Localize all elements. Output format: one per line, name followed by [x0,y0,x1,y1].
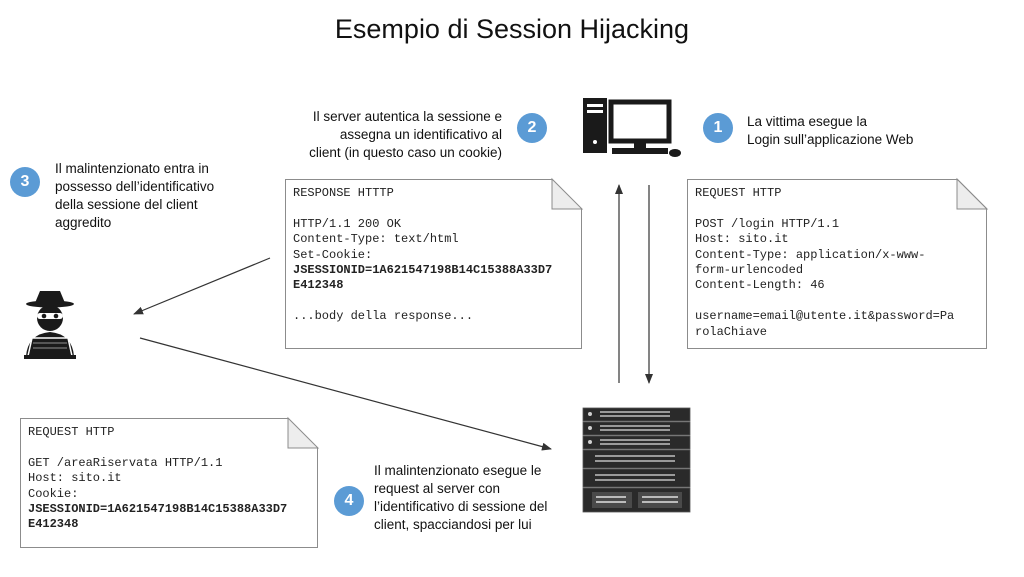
step-badge-1: 1 [703,113,733,143]
note-line: rolaChiave [695,324,768,339]
hijack-request-note: REQUEST HTTP GET /areaRiservata HTTP/1.1… [20,418,318,548]
caption-line: l’identificativo di sessione del [374,499,548,514]
server-rack-icon [582,407,691,513]
note-line: HTTP/1.1 200 OK [293,216,402,231]
note-line: REQUEST HTTP [695,186,782,200]
session-id-line: E412348 [293,278,344,293]
note-line: RESPONSE HTTTP [293,186,394,200]
note-fold [551,177,584,210]
caption-line: client, spacciandosi per lui [374,517,532,532]
note-fold [956,177,989,210]
response-note: RESPONSE HTTTP HTTP/1.1 200 OK Content-T… [285,179,582,349]
caption-line: Login sull’applicazione Web [747,132,914,147]
caption-line: Il malintenzionato esegue le [374,463,542,478]
step-badge-4: 4 [334,486,364,516]
step-badge-3: 3 [10,167,40,197]
caption-line: request al server con [374,481,501,496]
session-id-line: JSESSIONID=1A621547198B14C15388A33D7 [293,263,553,278]
caption-line: della sessione del client [55,197,198,212]
hacker-icon [24,291,76,359]
note-line: Host: sito.it [695,232,789,247]
note-line: form-urlencoded [695,263,804,278]
login-request-note: REQUEST HTTP POST /login HTTP/1.1 Host: … [687,179,987,349]
computer-icon [583,98,681,157]
arrow-attacker-to-server [139,337,552,451]
step-1-caption: La vittima esegue la Login sull’applicaz… [747,113,913,149]
note-line: Content-Type: application/x-www- [695,247,926,262]
session-id-line: E412348 [28,517,79,532]
session-id-line: JSESSIONID=1A621547198B14C15388A33D7 [28,502,288,517]
caption-line: aggredito [55,215,112,230]
note-line: POST /login HTTP/1.1 [695,216,840,231]
note-fold [287,416,320,449]
note-line: Host: sito.it [28,471,122,486]
step-2-caption: Il server autentica la sessione e assegn… [290,108,502,162]
note-line: Cookie: [28,486,79,501]
arrow-intercept [133,257,271,315]
note-line: username=email@utente.it&password=Pa [695,309,955,324]
caption-line: La vittima esegue la [747,114,868,129]
caption-line: assegna un identificativo al [339,127,502,142]
note-line: ...body della response... [293,309,474,324]
step-badge-2: 2 [517,113,547,143]
note-line: Set-Cookie: [293,247,373,262]
page-title: Esempio di Session Hijacking [334,14,690,44]
step-4-caption: Il malintenzionato esegue le request al … [374,462,547,534]
note-line: GET /areaRiservata HTTP/1.1 [28,455,223,470]
note-line: REQUEST HTTP [28,425,115,439]
caption-line: client (in questo caso un cookie) [309,145,502,160]
caption-line: possesso dell’identificativo [55,179,215,194]
step-3-caption: Il malintenzionato entra in possesso del… [55,160,214,232]
note-line: Content-Type: text/html [293,232,459,247]
note-line: Content-Length: 46 [695,278,825,293]
caption-line: Il malintenzionato entra in [55,161,209,176]
caption-line: Il server autentica la sessione e [312,109,502,124]
